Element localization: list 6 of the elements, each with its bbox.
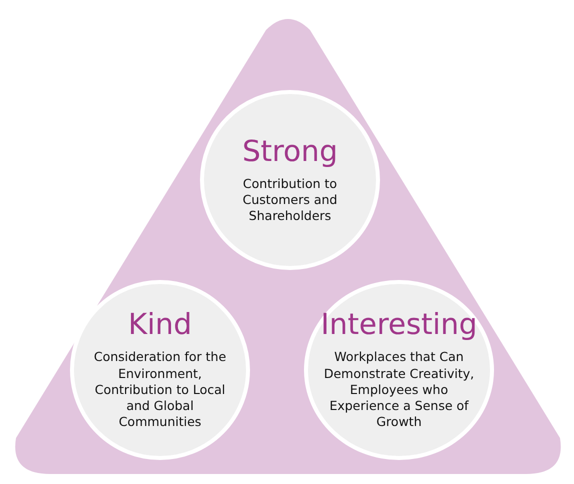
circle-description: Consideration for the Environment, Contribution to Local and Global Communities (92, 349, 228, 431)
circle-description: Contribution to Customers and Shareholders (242, 176, 338, 224)
circle-heading: Kind (128, 309, 192, 342)
circle-description: Workplaces that Can Demonstrate Creativity, Employees who Experience a Sense of Growth (322, 349, 476, 431)
circle-heading: Interesting (320, 309, 478, 342)
circle-heading: Strong (242, 136, 338, 168)
